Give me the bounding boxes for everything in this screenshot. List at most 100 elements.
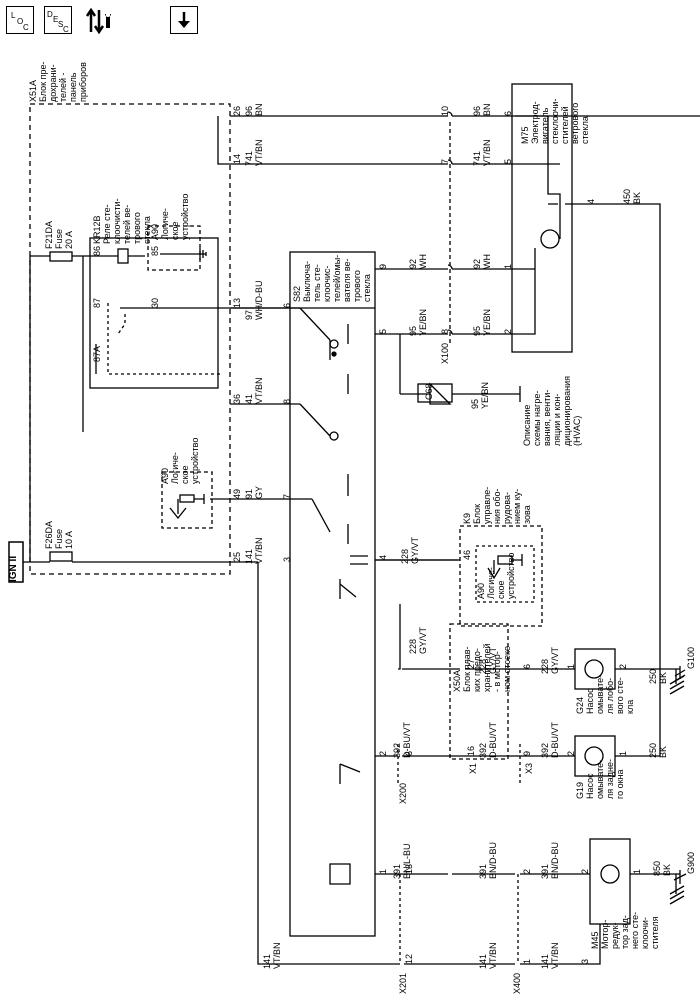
pin-label: 14 [232, 153, 242, 164]
desc-icon: D E S C [47, 10, 69, 33]
pin-label: 16 [466, 745, 476, 756]
x100-label: X100 [440, 342, 450, 364]
pin-label: 86 [92, 245, 102, 256]
logic-a90-mid-label: A90 Логиче- ское устройство [160, 437, 200, 484]
c68-box [417, 383, 453, 403]
pin-label: 13 [232, 297, 242, 308]
pin-label: 8 [440, 328, 450, 334]
wire-label: 41 VT/BN [244, 377, 264, 404]
wire-label: 96 BN [472, 103, 492, 116]
wire-label: 141 VT/BN [540, 942, 560, 969]
motor-m45-box [589, 838, 631, 925]
a90-mid-outline [161, 471, 213, 529]
svg-text:C: C [63, 25, 69, 33]
pin-label: 9 [378, 263, 388, 269]
motor-m75-label: M75 Электрод- вигатель стеклоочи- стител… [520, 98, 590, 144]
wire-label: 741 VT/BN [244, 139, 264, 166]
x400-label: X400 [512, 972, 522, 994]
pin-label: 2 [566, 750, 576, 756]
pump-g24-label: G24 Насос омывате- ля лобо- вого сте- кл… [575, 674, 635, 714]
pin-label: 25 [232, 551, 242, 562]
description-view-button[interactable]: D E S C [44, 6, 72, 34]
logic-a90-top-label: A90 Логиче- ское устройство [150, 193, 190, 240]
svg-text:S: S [58, 20, 63, 29]
toolbar: L O C D E S C [0, 0, 700, 44]
pin-label: 7 [440, 158, 450, 164]
next-page-button[interactable] [170, 6, 198, 34]
wire-label: 141 VT/BN [262, 942, 282, 969]
pin-label: 1 [566, 663, 576, 669]
svg-text:E: E [53, 15, 58, 24]
relay-kr12b-label: KR12B Реле сте- клоочисти- телей ве- тро… [92, 198, 152, 244]
svg-text:L: L [11, 11, 16, 20]
motor-m45-label: M45 Мотор- редук- тор зад- него сте- кло… [590, 911, 660, 949]
wire-label: 95 YE/BN [472, 308, 492, 336]
pin-label: 6 [522, 663, 532, 669]
ground-g100 [669, 669, 685, 695]
wire-label: 92 WH [472, 254, 492, 269]
pin-label: 2 [378, 750, 388, 756]
pump-g19-label: G19 Насос омывате- ля задне- го окна [575, 759, 625, 799]
wire-label: 91 GY [244, 485, 264, 499]
pin-label: 5 [503, 158, 513, 164]
switch-s82-label: S82 Выключа- тель сте- клоочис- телей/ом… [292, 254, 372, 302]
g100-label: G100 [686, 646, 696, 669]
module-x51a-label: X51A Блок пре- дохрани- телей - панель п… [28, 61, 88, 102]
pin-label: 7 [282, 493, 292, 499]
x201-label: X201 [398, 972, 408, 994]
pin-label: 5 [378, 328, 388, 334]
pin-label: 1 [503, 263, 513, 269]
pin-label: 12 [404, 953, 414, 964]
hvac-ref-label: Описание схемы нагре- вания, венти- ляци… [522, 375, 582, 446]
pin-label: 1 [632, 868, 642, 874]
pin-label: 2 [580, 868, 590, 874]
wire-label: 95 YE/BN [408, 308, 428, 336]
relay-coil [117, 248, 129, 264]
pin-label: 2 [503, 328, 513, 334]
pin-label: 3 [580, 958, 590, 964]
pin-label: 36 [232, 393, 242, 404]
svg-text:D: D [47, 10, 53, 19]
pin-label: 30 [150, 297, 160, 308]
loc-icon: L O C [11, 11, 29, 32]
pin-label: 10 [440, 105, 450, 116]
fuse-f21da-symbol [49, 251, 73, 262]
pin-label: 27 [466, 658, 476, 669]
location-view-button[interactable]: L O C [6, 6, 34, 34]
svg-text:C: C [23, 23, 29, 32]
wire-label: 228 GY/VT [400, 536, 420, 564]
wire-label: 392 D-BU/VT [540, 722, 560, 758]
pin-label: 85 [150, 245, 160, 256]
switch-s82-box [289, 251, 376, 937]
pin-label: 6 [282, 302, 292, 308]
pin-label: 3 [282, 556, 292, 562]
motor-m75-box [511, 83, 573, 353]
x51a-outline [29, 103, 231, 575]
wire-label: 92 WH [408, 254, 428, 269]
wire-label: 392 D-BU/VT [478, 722, 498, 758]
pin-label: 1 [378, 868, 388, 874]
ign-label: IGN II [8, 555, 19, 582]
wire-label: 95 YE/BN [470, 381, 490, 409]
pin-label: 8 [282, 398, 292, 404]
wire-label: 450 BK [622, 188, 642, 204]
x3-label: X3 [524, 762, 534, 774]
pin-label: 6 [503, 110, 513, 116]
pin-label: 2 [522, 868, 532, 874]
arrows-wrench-icon [85, 7, 111, 35]
fuse-f21da-label: F21DA Fuse 20 A [44, 220, 74, 249]
connector-info-button[interactable] [84, 6, 112, 35]
pin-label: 87 [92, 297, 102, 308]
wire-label: 850 BK [652, 860, 672, 876]
c68-label: C68 [424, 383, 434, 400]
wire-label: 391 BN/D-BU [478, 841, 498, 879]
x200-label: X200 [398, 782, 408, 804]
pin-label: 87A [92, 345, 102, 362]
wire-label: 250 BK [648, 742, 668, 758]
x1-label: X1 [468, 762, 478, 774]
wiring-lines [8, 83, 700, 965]
pin-label: 2 [618, 663, 628, 669]
g900-label: G900 [686, 851, 696, 874]
fuse-f26da-symbol [49, 551, 73, 562]
k9-module-label: K9 Блок управле- ния обо- рудова- нием к… [462, 486, 532, 524]
